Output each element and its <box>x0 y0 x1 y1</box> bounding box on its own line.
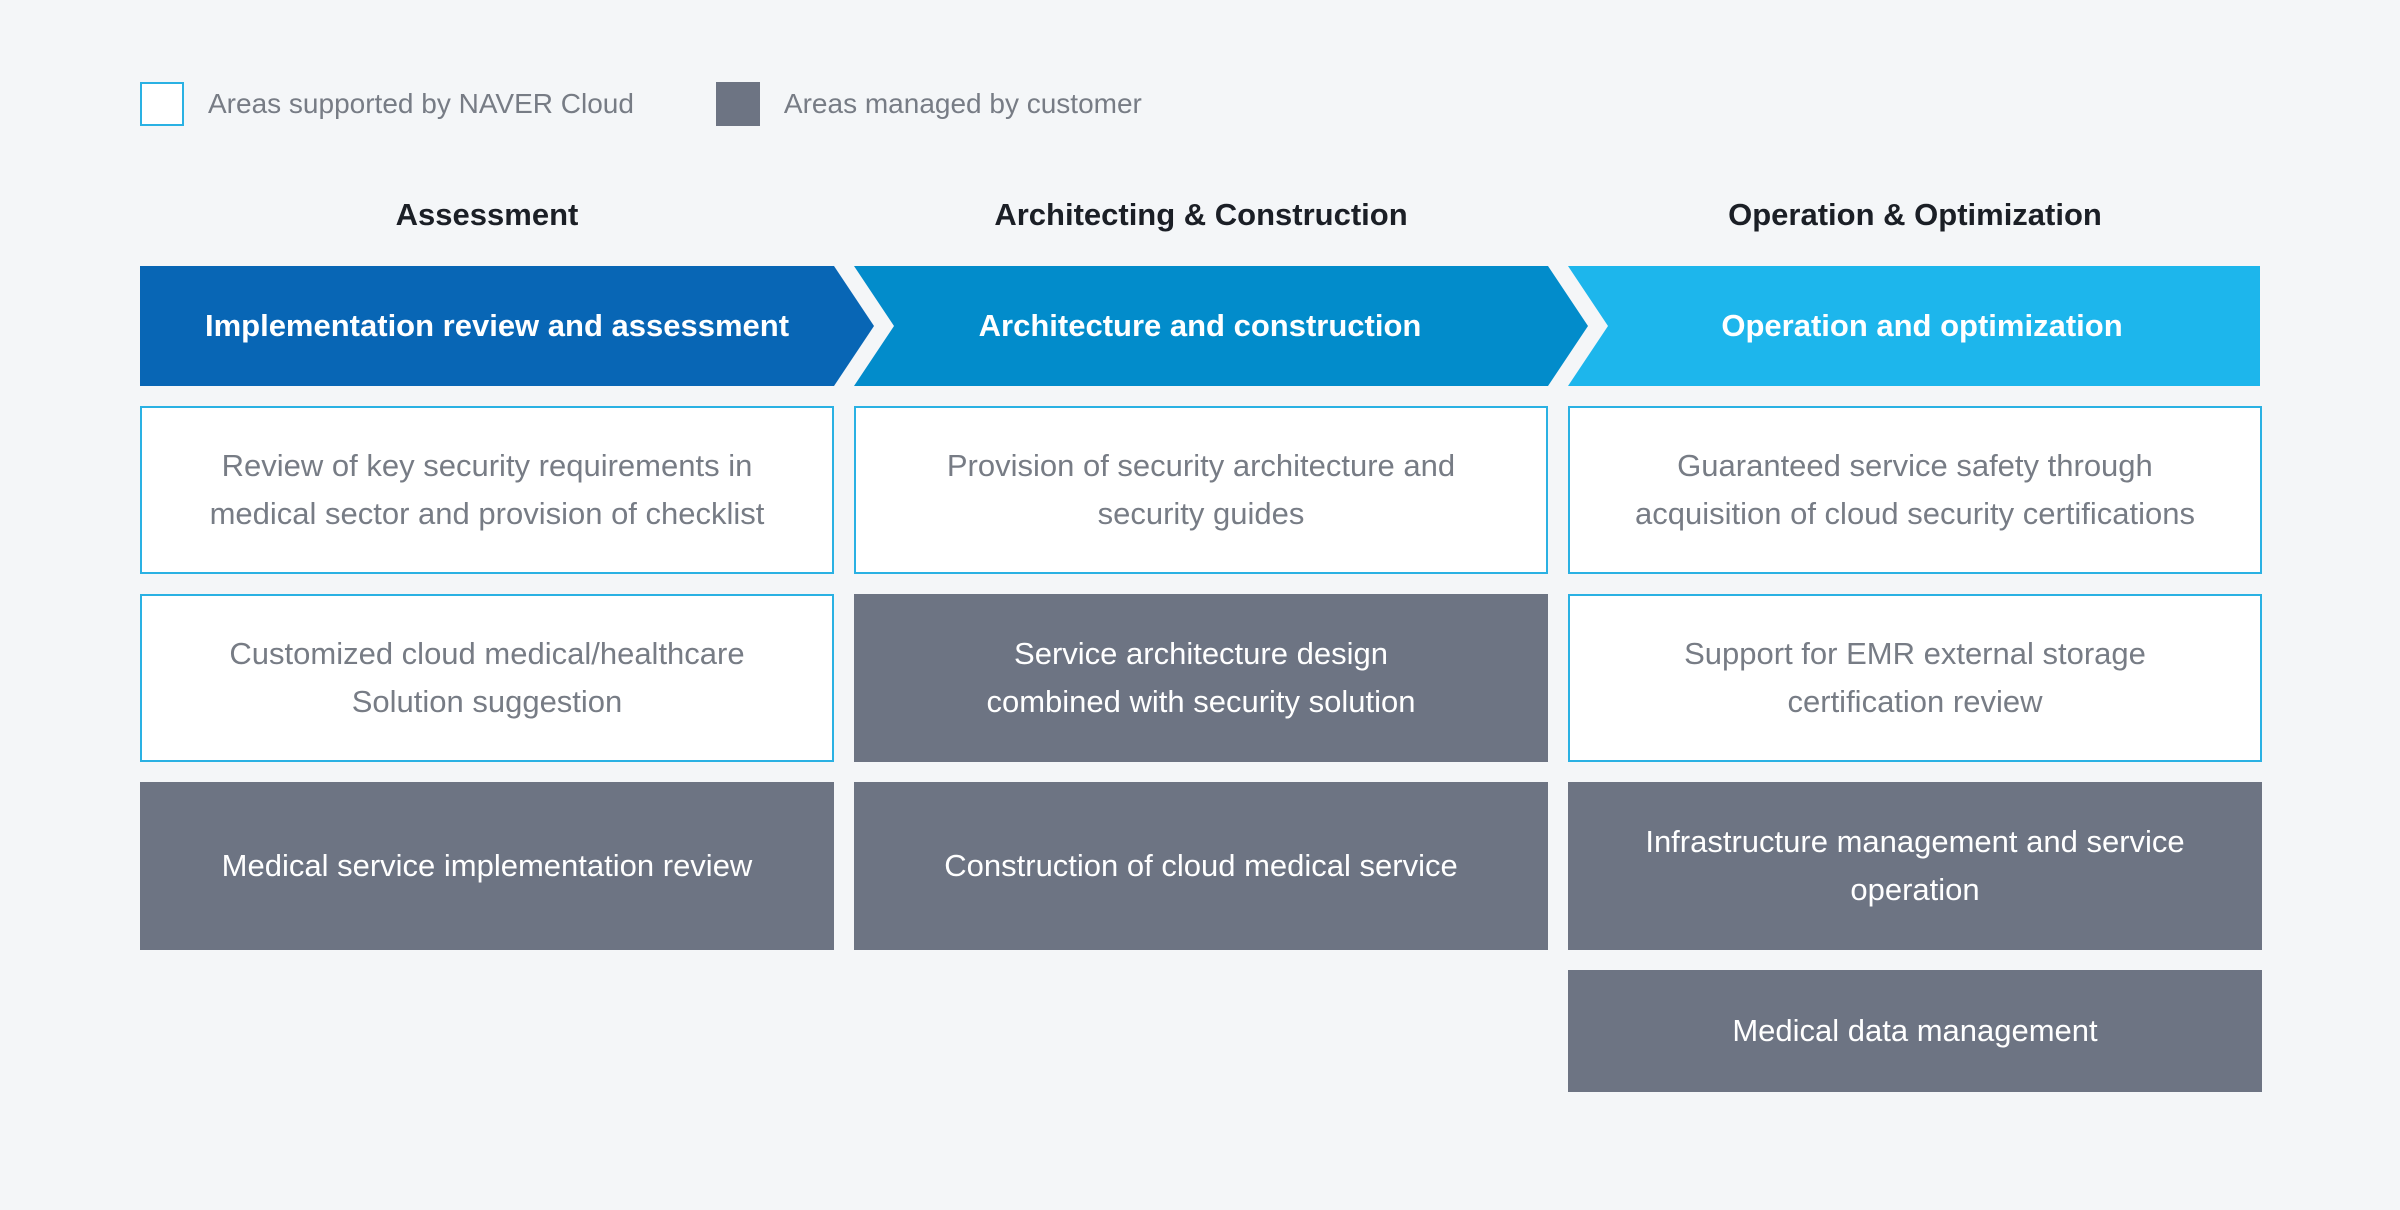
arrow-label-assessment: Implementation review and assessment <box>204 308 790 343</box>
card-text: Guaranteed service safety through acquis… <box>1635 448 2195 531</box>
card-infrastructure-management: Infrastructure management and service op… <box>1568 782 2262 950</box>
card-text: Medical data management <box>1732 1013 2098 1048</box>
arrow-stage-architecting <box>854 266 1588 386</box>
column-heading-assessment: Assessment <box>395 197 579 232</box>
card-implementation-review: Medical service implementation review <box>140 782 834 950</box>
card-text: Provision of security architecture and s… <box>946 448 1456 531</box>
card-text: Review of key security requirements in m… <box>209 448 765 531</box>
arrow-label-architecting: Architecture and construction <box>978 308 1422 343</box>
arrow-label-operation: Operation and optimization <box>1721 308 2123 343</box>
card-construction-medical-service: Construction of cloud medical service <box>854 782 1548 950</box>
card-text: Medical service implementation review <box>221 848 753 883</box>
card-medical-data-management: Medical data management <box>1568 970 2262 1092</box>
card-text: Infrastructure management and service op… <box>1645 824 2185 907</box>
card-service-safety-certifications: Guaranteed service safety through acquis… <box>1568 406 2262 574</box>
card-text: Service architecture design combined wit… <box>986 636 1416 719</box>
legend-label-managed: Areas managed by customer <box>783 88 1142 119</box>
card-service-architecture-design: Service architecture design combined wit… <box>854 594 1548 762</box>
legend-swatch-supported <box>140 82 184 126</box>
column-heading-operation: Operation & Optimization <box>1728 197 2102 232</box>
column-heading-architecting: Architecting & Construction <box>994 197 1408 232</box>
card-security-requirements-review: Review of key security requirements in m… <box>140 406 834 574</box>
arrow-stage-operation <box>1568 266 2260 386</box>
card-text: Customized cloud medical/healthcare Solu… <box>229 636 745 719</box>
arrow-stage-assessment <box>140 266 874 386</box>
card-security-architecture-guides: Provision of security architecture and s… <box>854 406 1548 574</box>
card-emr-storage-review: Support for EMR external storage certifi… <box>1568 594 2262 762</box>
legend-item-managed: Areas managed by customer <box>715 82 1142 126</box>
legend: Areas supported by NAVER Cloud Areas man… <box>140 80 1224 128</box>
card-text: Support for EMR external storage certifi… <box>1684 636 2146 719</box>
card-solution-suggestion: Customized cloud medical/healthcare Solu… <box>140 594 834 762</box>
legend-swatch-managed <box>715 82 760 126</box>
legend-item-supported: Areas supported by NAVER Cloud <box>140 82 634 126</box>
card-text: Construction of cloud medical service <box>944 848 1458 883</box>
legend-label-supported: Areas supported by NAVER Cloud <box>208 88 634 119</box>
